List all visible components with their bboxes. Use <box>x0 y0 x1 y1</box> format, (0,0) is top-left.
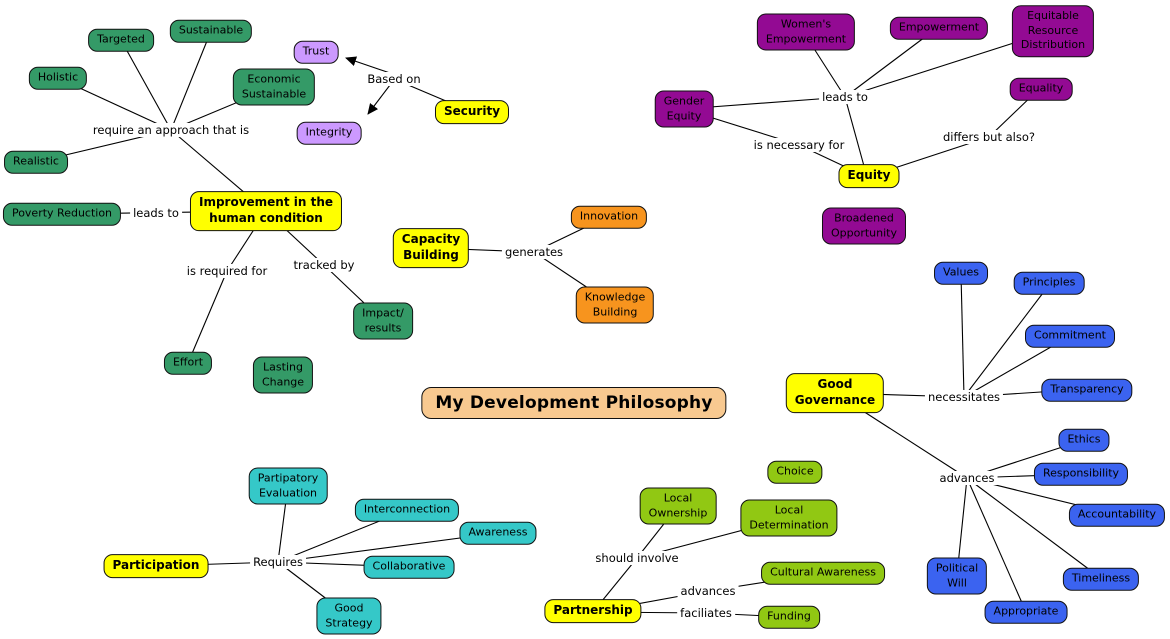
node-partnership[interactable]: Partnership <box>544 599 642 623</box>
node-timeliness[interactable]: Timeliness <box>1062 567 1140 591</box>
node-partipatory-evaluation[interactable]: Partipatory Evaluation <box>248 467 328 505</box>
node-responsibility[interactable]: Responsibility <box>1033 462 1129 486</box>
linking-phrase-require-approach[interactable]: require an approach that is <box>89 123 253 137</box>
node-sustainable[interactable]: Sustainable <box>169 19 253 43</box>
linking-phrase-is-required-for[interactable]: is required for <box>183 264 271 278</box>
node-realistic[interactable]: Realistic <box>4 150 68 174</box>
node-effort[interactable]: Effort <box>163 351 213 375</box>
node-local-determination[interactable]: Local Determination <box>740 499 838 537</box>
node-holistic[interactable]: Holistic <box>28 66 88 90</box>
node-improvement-human-condition[interactable]: Improvement in the human condition <box>189 191 343 231</box>
node-knowledge-building[interactable]: Knowledge Building <box>575 286 655 324</box>
linking-phrase-leads-to-improvement[interactable]: leads to <box>130 206 182 220</box>
node-choice[interactable]: Choice <box>767 460 823 484</box>
node-cultural-awareness[interactable]: Cultural Awareness <box>761 561 885 585</box>
node-lasting-change[interactable]: Lasting Change <box>252 356 314 394</box>
node-local-ownership[interactable]: Local Ownership <box>639 487 717 525</box>
linking-phrase-should-involve[interactable]: should involve <box>592 551 682 565</box>
linking-phrase-necessitates[interactable]: necessitates <box>924 390 1004 404</box>
node-targeted[interactable]: Targeted <box>88 28 154 52</box>
linking-phrase-differs-but-also[interactable]: differs but also? <box>940 130 1038 144</box>
node-good-strategy[interactable]: Good Strategy <box>316 597 382 635</box>
node-good-governance[interactable]: Good Governance <box>785 373 885 413</box>
node-equality[interactable]: Equality <box>1009 77 1073 101</box>
linking-phrase-tracked-by[interactable]: tracked by <box>290 258 358 272</box>
node-security[interactable]: Security <box>434 100 510 124</box>
node-equity[interactable]: Equity <box>838 164 900 188</box>
linking-phrase-advances-partnership[interactable]: advances <box>677 584 739 598</box>
node-collaborative[interactable]: Collaborative <box>363 555 455 579</box>
node-values[interactable]: Values <box>934 261 988 285</box>
node-appropriate[interactable]: Appropriate <box>984 600 1068 624</box>
node-poverty-reduction[interactable]: Poverty Reduction <box>2 202 122 226</box>
node-ethics[interactable]: Ethics <box>1058 428 1110 452</box>
node-transparency[interactable]: Transparency <box>1041 378 1133 402</box>
node-accountability[interactable]: Accountability <box>1068 503 1166 527</box>
node-equitable-resource-distribution[interactable]: Equitable Resource Distribution <box>1011 5 1095 57</box>
node-principles[interactable]: Principles <box>1013 271 1085 295</box>
node-innovation[interactable]: Innovation <box>570 205 648 229</box>
linking-phrase-leads-to-equity[interactable]: leads to <box>819 90 871 104</box>
linking-phrase-advances-governance[interactable]: advances <box>936 471 998 485</box>
linking-phrase-generates[interactable]: generates <box>501 245 567 259</box>
node-integrity[interactable]: Integrity <box>296 121 362 145</box>
node-participation[interactable]: Participation <box>103 554 209 578</box>
linking-phrase-requires[interactable]: Requires <box>250 555 306 569</box>
node-interconnection[interactable]: Interconnection <box>354 498 460 522</box>
node-awareness[interactable]: Awareness <box>459 521 537 545</box>
node-commitment[interactable]: Commitment <box>1025 324 1115 348</box>
linking-phrase-faciliates[interactable]: faciliates <box>677 606 735 620</box>
node-impact-results[interactable]: Impact/ results <box>353 302 413 340</box>
node-broadened-opportunity[interactable]: Broadened Opportunity <box>821 207 907 245</box>
node-empowerment[interactable]: Empowerment <box>889 16 989 40</box>
node-trust[interactable]: Trust <box>293 40 339 64</box>
linking-phrase-is-necessary-for[interactable]: is necessary for <box>750 138 848 152</box>
node-womens-empowerment[interactable]: Women's Empowerment <box>756 13 856 51</box>
node-gender-equity[interactable]: Gender Equity <box>654 90 714 128</box>
node-capacity-building[interactable]: Capacity Building <box>392 228 470 268</box>
linking-phrase-based-on[interactable]: Based on <box>364 72 424 86</box>
node-economic-sustainable[interactable]: Economic Sustainable <box>232 68 316 106</box>
node-political-will[interactable]: Political Will <box>926 557 988 595</box>
map-title: My Development Philosophy <box>421 387 727 419</box>
node-funding[interactable]: Funding <box>758 605 820 629</box>
